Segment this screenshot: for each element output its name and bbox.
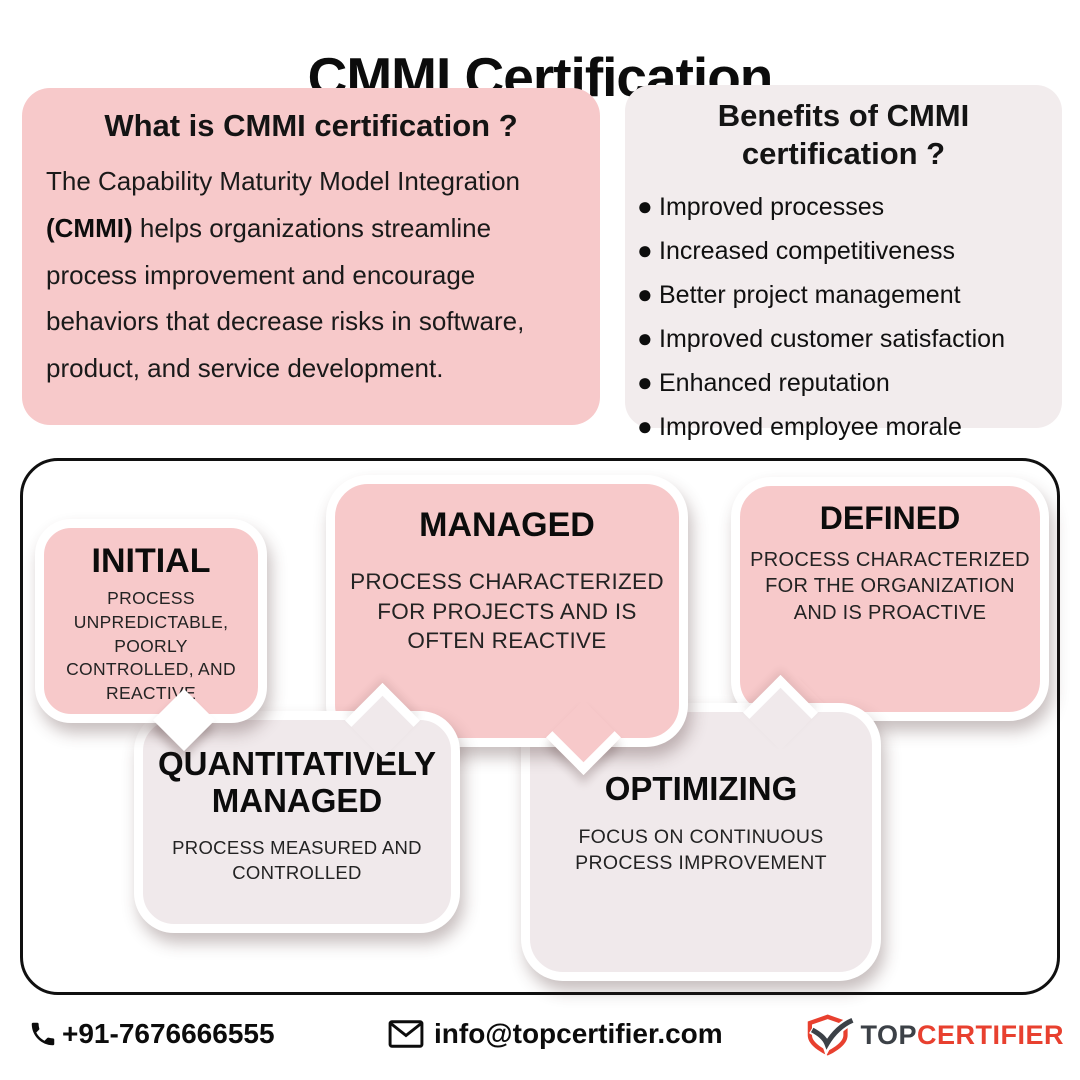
benefits-heading: Benefits of CMMI certification ? bbox=[717, 98, 970, 171]
benefit-item: ●Improved processes bbox=[635, 185, 1056, 229]
phone-icon bbox=[28, 1019, 58, 1049]
logo-text: TOPCERTIFIER bbox=[860, 1020, 1064, 1051]
email-link[interactable]: info@topcertifier.com bbox=[388, 1018, 723, 1050]
benefit-label: Increased competitiveness bbox=[659, 236, 955, 265]
benefit-label: Enhanced reputation bbox=[659, 368, 890, 397]
level-title: MANAGED bbox=[419, 506, 595, 544]
body-text-prefix: The Capability Maturity Model Integratio… bbox=[46, 166, 521, 196]
what-is-cmmi-heading: What is CMMI certification ? bbox=[104, 108, 518, 143]
benefit-item: ●Improved customer satisfaction bbox=[635, 317, 1056, 361]
level-title: DEFINED bbox=[819, 500, 961, 536]
benefits-box: Benefits of CMMI certification ? ●Improv… bbox=[625, 85, 1062, 441]
phone-link[interactable]: +91-7676666555 bbox=[28, 1018, 275, 1050]
bullet-icon: ● bbox=[637, 410, 653, 441]
bullet-icon: ● bbox=[637, 234, 653, 265]
benefit-label: Improved employee morale bbox=[659, 412, 962, 441]
what-is-cmmi-body: The Capability Maturity Model Integratio… bbox=[46, 158, 576, 392]
benefit-item: ●Better project management bbox=[635, 273, 1056, 317]
level-title: OPTIMIZING bbox=[604, 770, 798, 807]
benefit-item: ●Increased competitiveness bbox=[635, 229, 1056, 273]
phone-number: +91-7676666555 bbox=[62, 1018, 275, 1049]
level-bubble-initial: INITIAL PROCESS UNPREDICTABLE, POORLY CO… bbox=[35, 519, 267, 752]
topcertifier-logo: TOPCERTIFIER bbox=[806, 1012, 1064, 1058]
level-title: INITIAL bbox=[91, 542, 211, 580]
envelope-icon bbox=[388, 1020, 424, 1048]
logo-top-label: TOP bbox=[860, 1019, 917, 1050]
body-text-bold-cmmi: (CMMI) bbox=[46, 212, 133, 243]
benefit-label: Improved processes bbox=[659, 192, 885, 221]
benefit-item: ●Enhanced reputation bbox=[635, 361, 1056, 405]
bullet-icon: ● bbox=[637, 322, 653, 353]
level-description: PROCESS CHARACTERIZED FOR PROJECTS AND I… bbox=[350, 569, 664, 654]
benefit-label: Improved customer satisfaction bbox=[659, 324, 1005, 353]
level-description: FOCUS ON CONTINUOUS PROCESS IMPROVEMENT bbox=[575, 826, 827, 875]
what-is-cmmi-box: What is CMMI certification ? The Capabil… bbox=[22, 88, 600, 425]
body-text-suffix: helps organizations streamline process i… bbox=[46, 212, 525, 384]
email-address: info@topcertifier.com bbox=[434, 1018, 723, 1049]
logo-certifier-label: CERTIFIER bbox=[916, 1019, 1064, 1050]
level-description: PROCESS UNPREDICTABLE, POORLY CONTROLLED… bbox=[66, 588, 236, 704]
bullet-icon: ● bbox=[637, 366, 653, 397]
benefit-label: Better project management bbox=[659, 280, 961, 309]
shield-check-icon bbox=[806, 1012, 856, 1058]
bullet-icon: ● bbox=[637, 190, 653, 221]
level-bubble-managed: MANAGED PROCESS CHARACTERIZED FOR PROJEC… bbox=[326, 475, 688, 775]
benefits-list: ●Improved processes ●Increased competiti… bbox=[625, 185, 1062, 449]
level-description: PROCESS MEASURED AND CONTROLLED bbox=[172, 836, 422, 883]
maturity-levels-panel: INITIAL PROCESS UNPREDICTABLE, POORLY CO… bbox=[20, 458, 1060, 995]
benefit-item: ●Improved employee morale bbox=[635, 405, 1056, 449]
footer: +91-7676666555 info@topcertifier.com TOP… bbox=[0, 1002, 1080, 1080]
level-title: QUANTITATIVELY MANAGED bbox=[157, 745, 437, 819]
level-bubble-quantitatively-managed: QUANTITATIVELY MANAGED PROCESS MEASURED … bbox=[134, 683, 460, 933]
bullet-icon: ● bbox=[637, 278, 653, 309]
level-description: PROCESS CHARACTERIZED FOR THE ORGANIZATI… bbox=[750, 549, 1030, 624]
